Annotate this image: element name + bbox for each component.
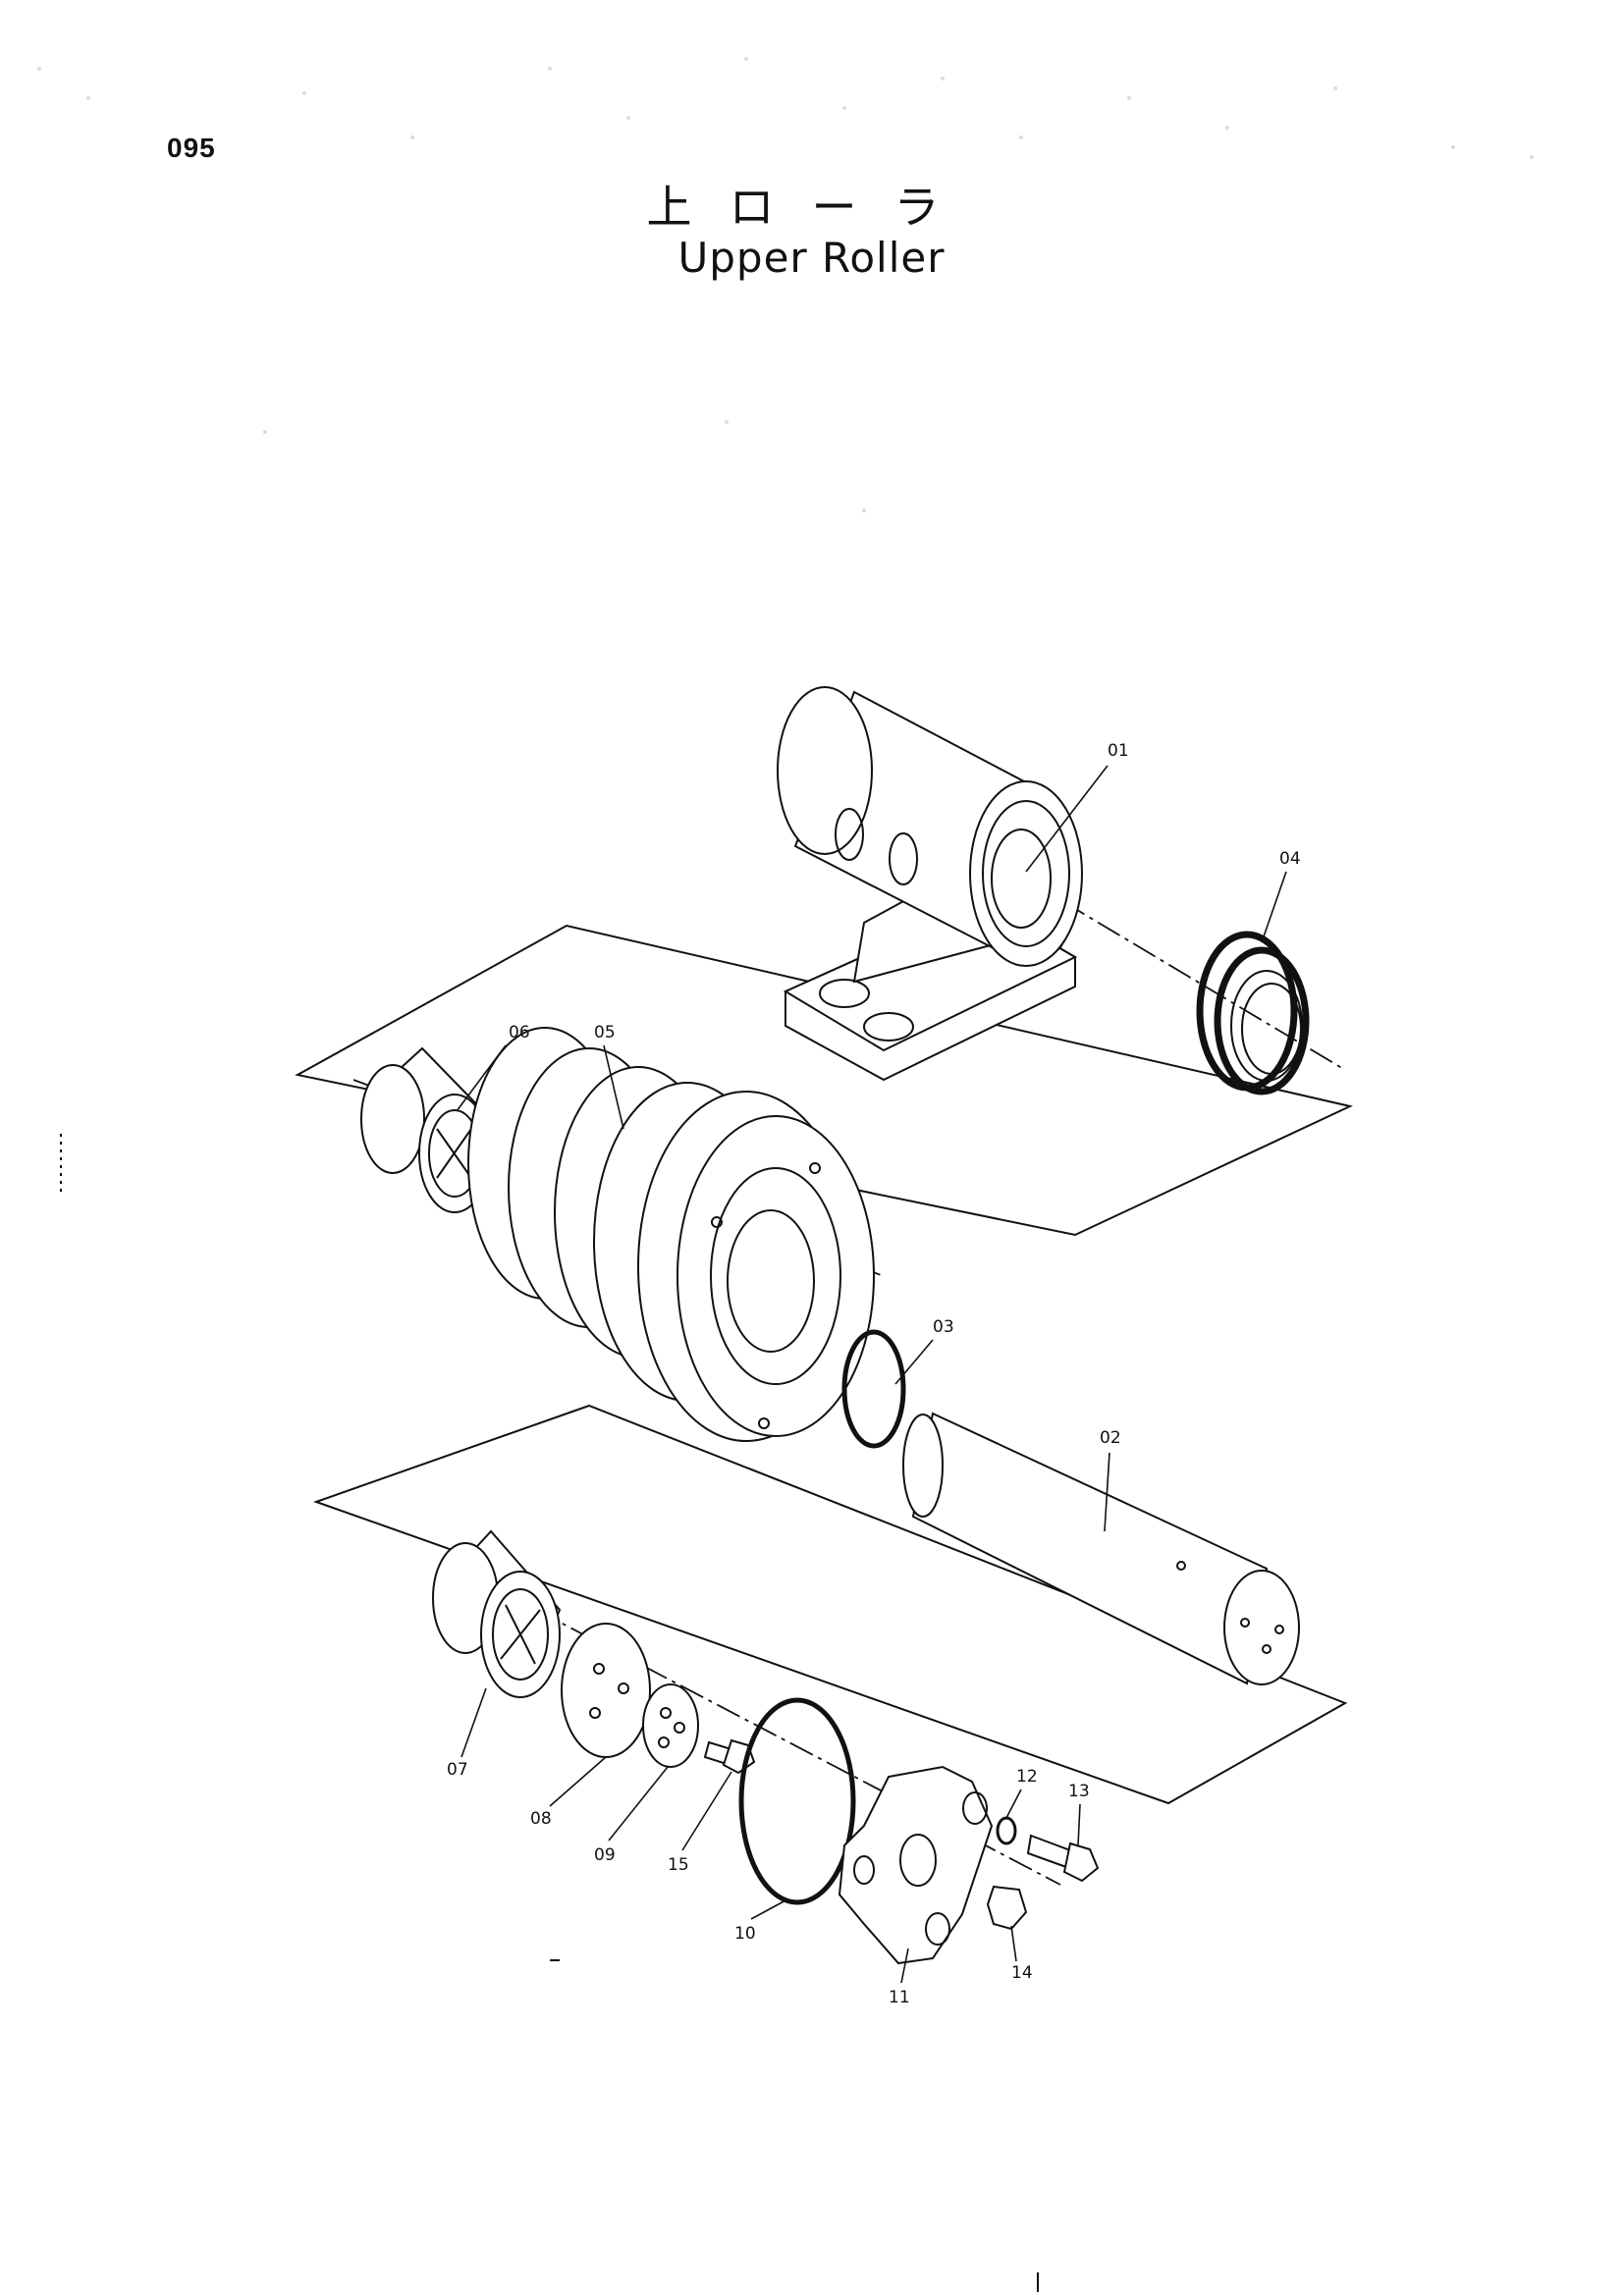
callout-09: 09 <box>594 1845 616 1865</box>
roller-icon <box>467 1027 875 1442</box>
callout-02: 02 <box>1100 1428 1121 1448</box>
callout-07: 07 <box>447 1760 468 1780</box>
callout-12: 12 <box>1016 1767 1038 1787</box>
title-english: Upper Roller <box>677 234 946 282</box>
callout-01: 01 <box>1108 741 1129 761</box>
callout-14: 14 <box>1011 1963 1033 1983</box>
margin-marks <box>60 1134 1039 2292</box>
o-ring-icon <box>841 1329 906 1449</box>
callout-05: 05 <box>594 1023 616 1042</box>
callout-13: 13 <box>1068 1782 1090 1801</box>
callout-10: 10 <box>734 1924 756 1944</box>
title-japanese: 上ローラ <box>646 181 977 234</box>
callout-11: 11 <box>889 1988 910 2007</box>
callout-15: 15 <box>668 1855 689 1875</box>
floating-seal-icon <box>1196 931 1310 1095</box>
callout-03: 03 <box>933 1317 954 1337</box>
callout-08: 08 <box>530 1809 552 1829</box>
thrust-plate-icon <box>561 1623 651 1758</box>
shaft-icon <box>902 1412 1300 1685</box>
cover-icon <box>838 1765 994 1965</box>
plate-icon <box>642 1683 699 1768</box>
scan-noise <box>37 57 1534 512</box>
callout-04: 04 <box>1279 849 1301 869</box>
roller-bracket-icon <box>777 686 1083 1082</box>
bushing-icon <box>432 1529 562 1698</box>
lower-assembly-outline <box>312 1404 1348 1805</box>
leader-lines <box>456 765 1287 1984</box>
bolt-icon <box>1026 1834 1100 1883</box>
page-number: 095 <box>167 133 216 163</box>
callout-labels: 01 02 03 04 05 06 07 08 09 10 11 12 13 1… <box>447 741 1301 2007</box>
callout-06: 06 <box>509 1023 530 1042</box>
plug-icon <box>986 1885 1028 1931</box>
o-ring-icon <box>738 1697 856 1905</box>
washer-icon <box>996 1816 1017 1845</box>
